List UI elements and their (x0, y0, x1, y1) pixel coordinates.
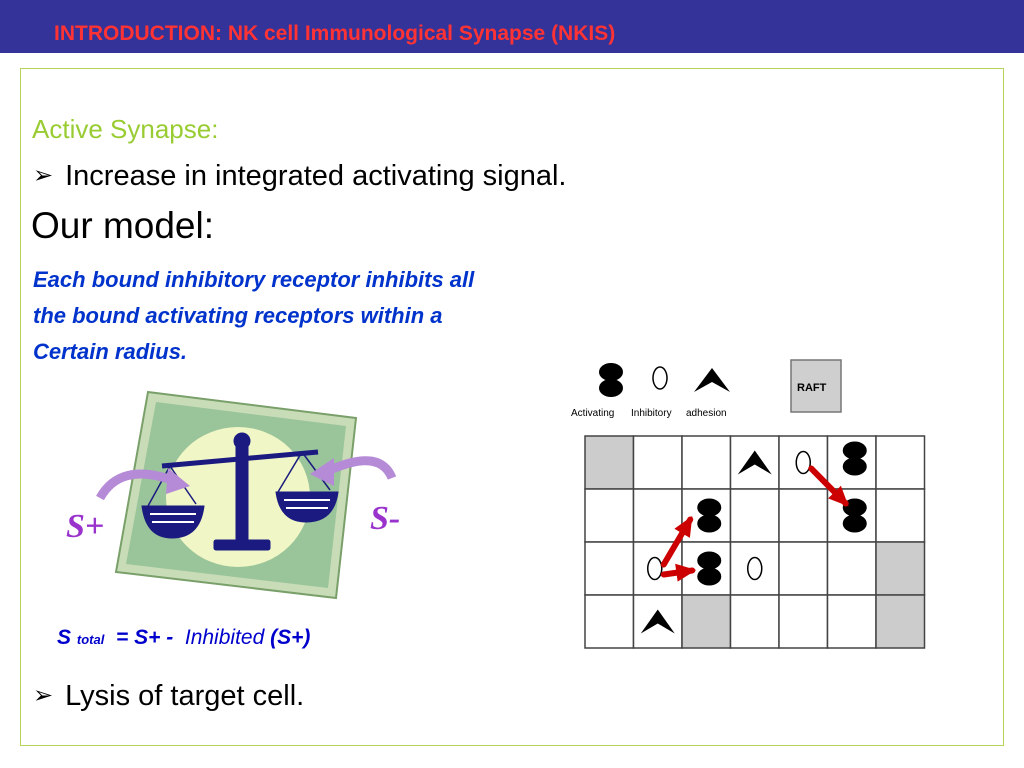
slide-title: INTRODUCTION: NK cell Immunological Syna… (54, 22, 616, 45)
arrow-bullet-icon: ➢ (33, 682, 54, 709)
bullet-lysis: ➢ Lysis of target cell. (33, 680, 304, 713)
s-minus-label: S- (370, 500, 401, 537)
formula-subscript: total (76, 632, 105, 647)
arrow-bullet-icon: ➢ (33, 162, 54, 189)
formula-inhibited: Inhibited (184, 626, 265, 649)
bullet-increase-signal: ➢ Increase in integrated activating signa… (33, 160, 566, 193)
formula-s: S (57, 626, 72, 649)
content-frame (20, 68, 1004, 746)
model-description: Each bound inhibitory receptor inhibits … (33, 262, 593, 370)
model-description-line: Certain radius. (33, 339, 188, 364)
title-bar: INTRODUCTION: NK cell Immunological Syna… (0, 0, 1024, 53)
formula-eq: = S+ - (115, 626, 174, 649)
active-synapse-heading: Active Synapse: (32, 114, 219, 144)
bullet-text: Lysis of target cell. (65, 680, 305, 712)
model-description-line: the bound activating receptors within a (33, 303, 443, 328)
bullet-text: Increase in integrated activating signal… (65, 160, 567, 192)
s-plus-label: S+ (66, 508, 105, 545)
our-model-heading: Our model: (31, 205, 215, 246)
model-description-line: Each bound inhibitory receptor inhibits … (33, 267, 475, 292)
formula: S total = S+ - Inhibited (S+) (57, 626, 310, 650)
formula-paren: (S+) (270, 626, 311, 649)
